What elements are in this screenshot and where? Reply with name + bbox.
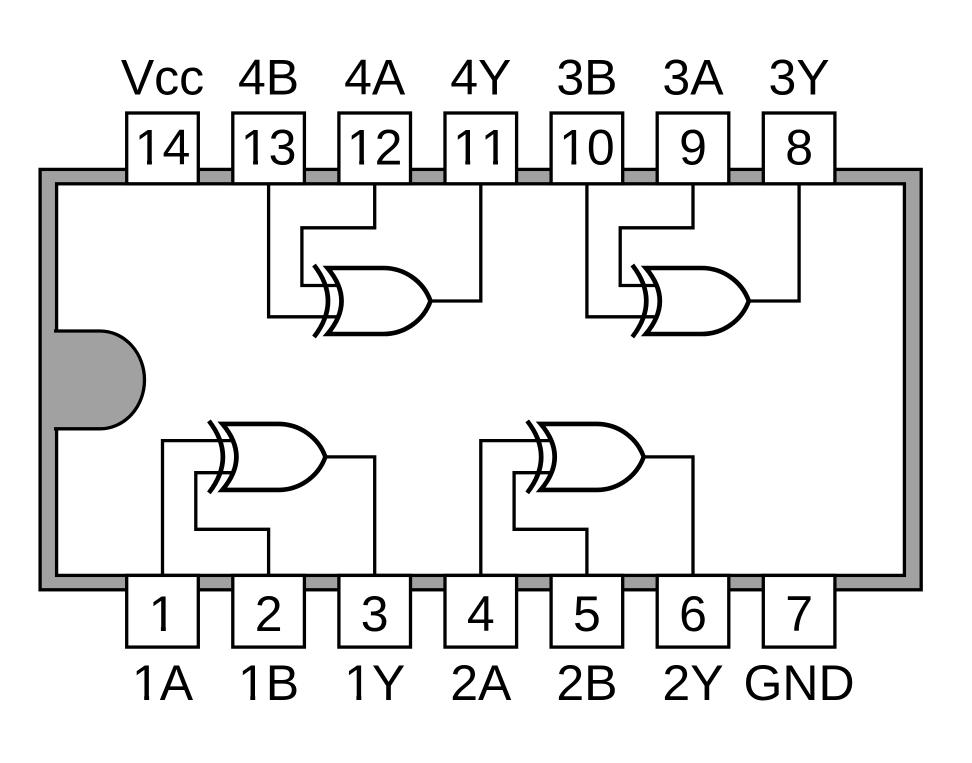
- svg-text:7: 7: [785, 586, 813, 642]
- svg-text:Vcc: Vcc: [121, 49, 204, 105]
- svg-text:2: 2: [255, 586, 283, 642]
- svg-text:2A: 2A: [450, 655, 512, 711]
- svg-text:GND: GND: [744, 655, 855, 711]
- svg-text:1B: 1B: [238, 655, 299, 711]
- svg-text:9: 9: [679, 120, 707, 176]
- svg-text:3: 3: [361, 586, 389, 642]
- svg-text:5: 5: [573, 586, 601, 642]
- svg-text:10: 10: [559, 120, 615, 176]
- svg-text:4Y: 4Y: [450, 49, 511, 105]
- svg-text:8: 8: [785, 120, 813, 176]
- svg-text:12: 12: [347, 120, 403, 176]
- svg-text:4A: 4A: [344, 49, 406, 105]
- svg-text:2Y: 2Y: [662, 655, 723, 711]
- svg-text:4: 4: [467, 586, 495, 642]
- svg-text:6: 6: [679, 586, 707, 642]
- svg-text:1A: 1A: [132, 655, 194, 711]
- svg-text:13: 13: [241, 120, 297, 176]
- svg-text:4B: 4B: [238, 49, 299, 105]
- svg-text:14: 14: [135, 120, 191, 176]
- svg-text:2B: 2B: [556, 655, 617, 711]
- svg-text:11: 11: [453, 120, 509, 176]
- svg-text:3Y: 3Y: [769, 49, 830, 105]
- svg-text:1Y: 1Y: [344, 655, 405, 711]
- svg-text:1: 1: [149, 586, 177, 642]
- svg-text:3A: 3A: [662, 49, 724, 105]
- svg-text:3B: 3B: [556, 49, 617, 105]
